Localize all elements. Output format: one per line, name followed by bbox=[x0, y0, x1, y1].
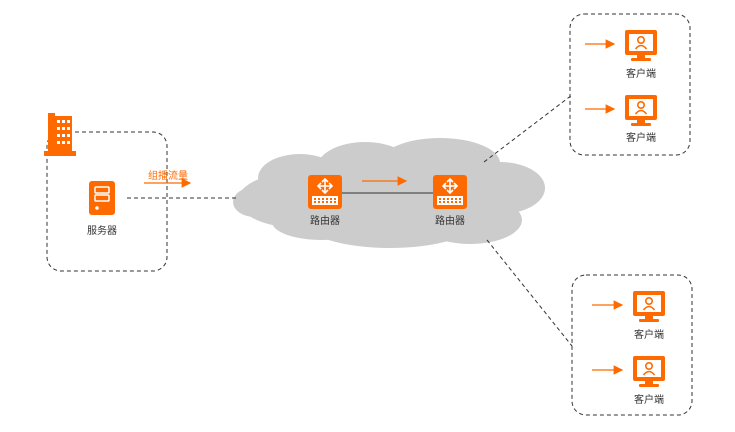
client-label: 客户端 bbox=[626, 133, 656, 144]
client-label: 客户端 bbox=[626, 69, 656, 80]
monitor-user-icon bbox=[632, 355, 666, 388]
client-label: 客户端 bbox=[634, 395, 664, 406]
building-icon bbox=[44, 113, 76, 156]
monitor-user-icon bbox=[632, 290, 666, 323]
client-group-box-upper bbox=[569, 13, 691, 156]
client-group-box-lower bbox=[571, 274, 693, 416]
server-group-box bbox=[46, 131, 168, 272]
link-to-lower-group bbox=[486, 239, 573, 347]
router-label: 路由器 bbox=[435, 216, 465, 227]
client-label: 客户端 bbox=[634, 330, 664, 341]
server-icon bbox=[89, 181, 115, 215]
monitor-user-icon bbox=[624, 94, 658, 127]
server-label: 服务器 bbox=[87, 226, 117, 237]
link-to-upper-group bbox=[483, 94, 573, 163]
router-icon bbox=[307, 174, 343, 210]
router-label: 路由器 bbox=[310, 216, 340, 227]
router-icon bbox=[432, 174, 468, 210]
multicast-flow-label: 组播流量 bbox=[148, 171, 188, 182]
monitor-user-icon bbox=[624, 29, 658, 62]
